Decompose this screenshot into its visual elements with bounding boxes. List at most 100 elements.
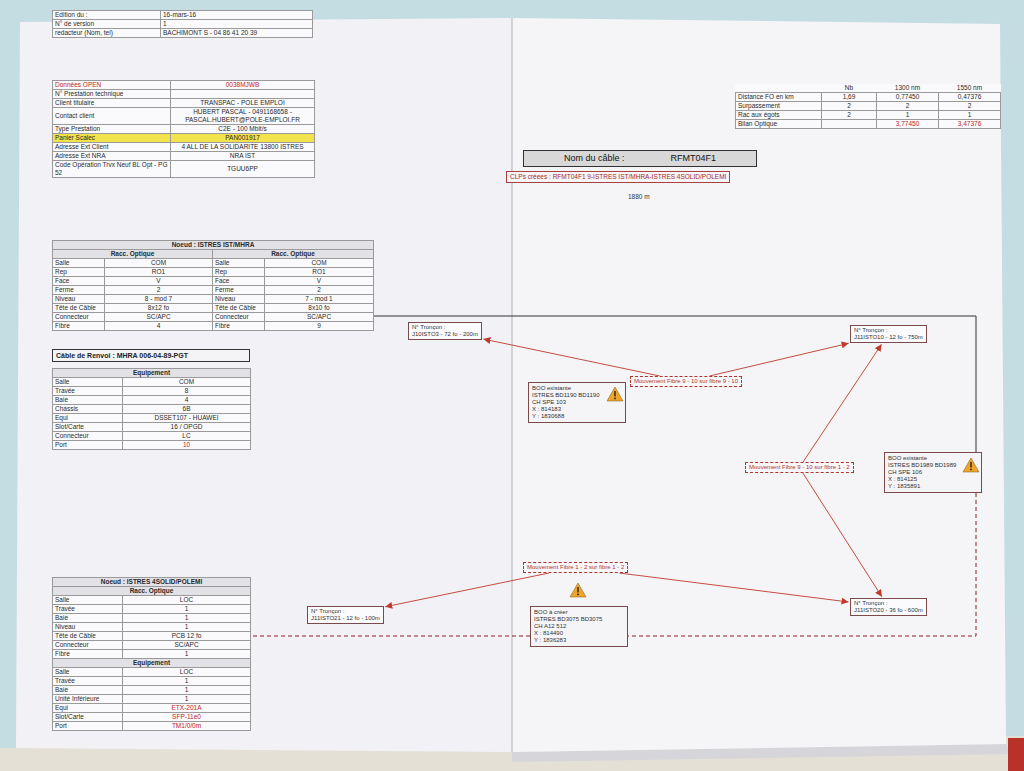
table-cell: Tête de Câble bbox=[213, 304, 265, 313]
box-text: ISTRES BD1190 BD1190 bbox=[532, 392, 603, 399]
cell-text: Connecteur bbox=[55, 432, 120, 440]
cell-text: SC/APC bbox=[107, 313, 210, 321]
cell-text: Face bbox=[215, 277, 262, 285]
table-row: Distance FO en km1,690,774500,47376 bbox=[736, 93, 1001, 102]
cell-text: Panier Scalec bbox=[55, 134, 168, 142]
table-row: Tête de CâblePCB 12 fo bbox=[53, 632, 251, 641]
cell-text: 16 / OPGD bbox=[125, 423, 248, 431]
table-row: Travée1 bbox=[53, 605, 251, 614]
table-row: ConnecteurSC/APCConnecteurSC/APC bbox=[53, 313, 374, 322]
table-cell: Contact client bbox=[53, 108, 171, 125]
table-cell: Port bbox=[53, 722, 123, 731]
cell-text: Edition du : bbox=[55, 11, 158, 19]
table-cell: Salle bbox=[213, 259, 265, 268]
section-box: N° Tronçon :J11ISTO20 - 36 fo - 600m bbox=[850, 598, 927, 616]
cell-text: 2 bbox=[879, 102, 936, 110]
cell-text: 0,77450 bbox=[879, 93, 936, 101]
table-row: Slot/Carte16 / OPGD bbox=[53, 423, 251, 432]
warning-icon bbox=[570, 583, 586, 597]
cell-text: Racc. Optique bbox=[55, 250, 210, 258]
cell-text: TM1/0/0m bbox=[125, 722, 248, 730]
table-cell: 3,47376 bbox=[939, 120, 1001, 129]
table-cell: Salle bbox=[53, 259, 105, 268]
cell-text: 2 bbox=[941, 102, 998, 110]
table-cell: Distance FO en km bbox=[736, 93, 822, 102]
box-text: CH SPE 106 bbox=[888, 469, 959, 476]
cell-text: Tête de Câble bbox=[55, 632, 120, 640]
table-cell: TRANSPAC - POLE EMPLOI bbox=[171, 99, 315, 108]
cell-text: redacteur (Nom, tel) bbox=[55, 29, 158, 37]
table-cell: Bilan Optique bbox=[736, 120, 822, 129]
table-row: Tête de Câble8x12 foTête de Câble8x10 fo bbox=[53, 304, 374, 313]
cell-text: Données OPEN bbox=[55, 81, 168, 89]
table-row: Surpassement222 bbox=[736, 102, 1001, 111]
table-cell: 2 bbox=[877, 102, 939, 111]
cell-text: 3,47376 bbox=[941, 120, 998, 128]
cell-text: RO1 bbox=[267, 268, 371, 276]
table-row: Données OPEN0038MJWB bbox=[53, 81, 315, 90]
cell-text: 9 bbox=[267, 322, 371, 330]
cell-text: Adresse Ext Client bbox=[55, 143, 168, 151]
data-table: Nb1300 nm1550 nmDistance FO en km1,690,7… bbox=[735, 84, 1001, 129]
cell-text: Equi bbox=[55, 704, 120, 712]
table-cell: Données OPEN bbox=[53, 81, 171, 90]
data-table-box: EquipementSalleCOMTravée8Baie4Chassis6BE… bbox=[52, 368, 251, 450]
table-cell: 8 bbox=[123, 387, 251, 396]
section-box: N° Tronçon :J10ISTO3 - 72 fo - 200m bbox=[408, 322, 482, 340]
right-page bbox=[512, 18, 1006, 752]
table-cell bbox=[736, 84, 822, 93]
box-text: CLPs créees : RFMT04F1 9-ISTRES IST/MHRA… bbox=[510, 173, 726, 181]
table-row: Port TM1/0/0m bbox=[53, 722, 251, 731]
cell-text: Niveau bbox=[55, 623, 120, 631]
chamber-box: BOO existanteISTRES BD1989 BD1989CH SPE … bbox=[884, 452, 982, 493]
table-cell: Salle bbox=[53, 596, 123, 605]
table-cell: 8 - mod 7 bbox=[105, 295, 213, 304]
table-cell: Nb bbox=[822, 84, 877, 93]
table-row: Port10 bbox=[53, 441, 251, 450]
table-cell: 16-mars-16 bbox=[161, 11, 313, 20]
cell-text: 2 bbox=[824, 111, 874, 119]
cell-text: LC bbox=[125, 432, 248, 440]
table-row: Travée1 bbox=[53, 677, 251, 686]
box-text: J11ISTO10 - 12 fo - 750m bbox=[854, 334, 923, 341]
chamber-box: BOO existanteISTRES BD1190 BD1190CH SPE … bbox=[528, 382, 626, 423]
cell-text: HUBERT PASCAL - 0491168658 - PASCAL.HUBE… bbox=[173, 108, 312, 124]
table-cell: 1550 nm bbox=[939, 84, 1001, 93]
cell-text: 1 bbox=[125, 695, 248, 703]
table-cell: 1 bbox=[161, 20, 313, 29]
table-cell: Equipement bbox=[53, 369, 251, 378]
box-text: J11ISTO20 - 36 fo - 600m bbox=[854, 607, 923, 614]
table-cell: Salle bbox=[53, 378, 123, 387]
cell-text: N° de version bbox=[55, 20, 158, 28]
cable-box: Câble de Renvoi : MHRA 006-04-89-PGT bbox=[52, 349, 250, 362]
cell-text: 2 bbox=[267, 286, 371, 294]
table-cell: 1 bbox=[123, 677, 251, 686]
cell-text: 1 bbox=[879, 111, 936, 119]
length-text: 1880 m bbox=[628, 193, 650, 200]
table-row: Baie1 bbox=[53, 686, 251, 695]
table-cell: Racc. Optique bbox=[53, 250, 213, 259]
cell-text: Salle bbox=[55, 259, 102, 267]
table-cell: Niveau bbox=[213, 295, 265, 304]
cell-text: Port bbox=[55, 722, 120, 730]
clp-box: CLPs créees : RFMT04F1 9-ISTRES IST/MHRA… bbox=[506, 171, 730, 183]
cell-text: DSSET107 - HUAWEI bbox=[125, 414, 248, 422]
table-row: Noeud : ISTRES IST/MHRA bbox=[53, 241, 374, 250]
table-cell: 1 bbox=[123, 695, 251, 704]
binder-edge bbox=[1008, 738, 1024, 771]
table-cell: 1 bbox=[123, 614, 251, 623]
move-arrow bbox=[483, 339, 659, 376]
table-row: Equipement bbox=[53, 369, 251, 378]
cell-text: ETX-201A bbox=[125, 704, 248, 712]
table-row: Contact clientHUBERT PASCAL - 0491168658… bbox=[53, 108, 315, 125]
cell-text: 6B bbox=[125, 405, 248, 413]
cell-text: TRANSPAC - POLE EMPLOI bbox=[173, 99, 312, 107]
table-cell: SC/APC bbox=[105, 313, 213, 322]
table-row: Equipement bbox=[53, 659, 251, 668]
table-cell: Code Opération Trvx Neuf BL Opt - PG 52 bbox=[53, 161, 171, 178]
table-row: Unité Inférieure 1 bbox=[53, 695, 251, 704]
box-text: X : 814183 bbox=[532, 406, 603, 413]
section-box: N° Tronçon :J11ISTO10 - 12 fo - 750m bbox=[850, 325, 927, 343]
cell-text: Unité Inférieure bbox=[55, 695, 120, 703]
table-cell: 1 bbox=[123, 605, 251, 614]
